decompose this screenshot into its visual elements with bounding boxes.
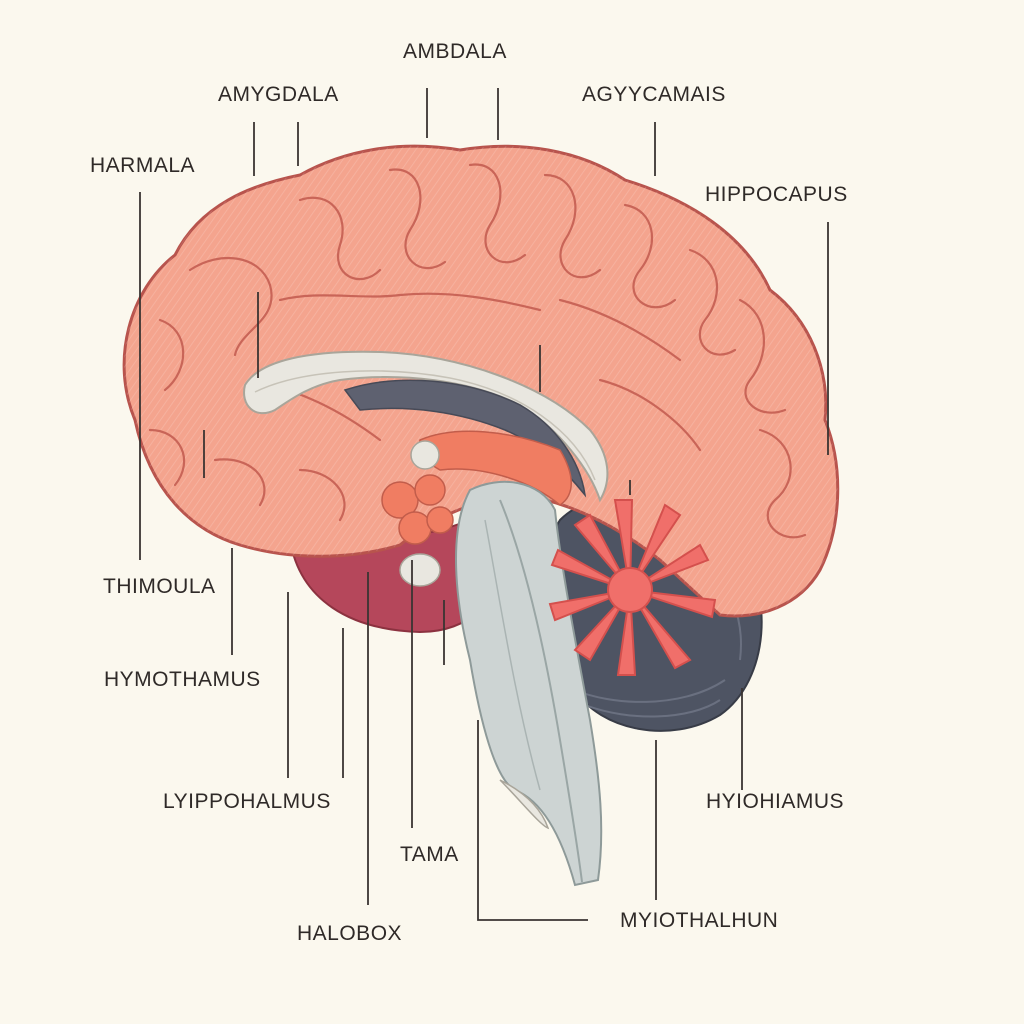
label-halobox: HALOBOX <box>297 922 403 945</box>
label-tama: TAMA <box>400 843 459 866</box>
label-hymothamus: HYMOTHAMUS <box>104 668 261 691</box>
corpus-callosum <box>243 350 609 503</box>
label-harmala: HARMALA <box>90 154 196 177</box>
arbor-vitae <box>548 499 717 676</box>
lateral-ventricle <box>343 379 587 498</box>
thalamus <box>418 430 572 506</box>
hypothalamus-cluster <box>381 474 454 545</box>
label-thimoula: THIMOULA <box>103 575 216 598</box>
label-lyipporalmus: LYIPPOHALMUS <box>163 790 331 813</box>
label-hyiohiamus: HYIOHIAMUS <box>706 790 845 813</box>
label-ambdala: AMBDALA <box>403 40 507 63</box>
leader-lines <box>139 88 829 921</box>
brainstem <box>455 480 603 887</box>
label-agycamais: AGYYCAMAIS <box>582 83 726 106</box>
label-hippocapus: HIPPOCAPUS <box>705 183 848 206</box>
label-amygdala: AMYGDALA <box>218 83 339 106</box>
label-myiothalhun: MYIOTHALHUN <box>620 909 779 932</box>
